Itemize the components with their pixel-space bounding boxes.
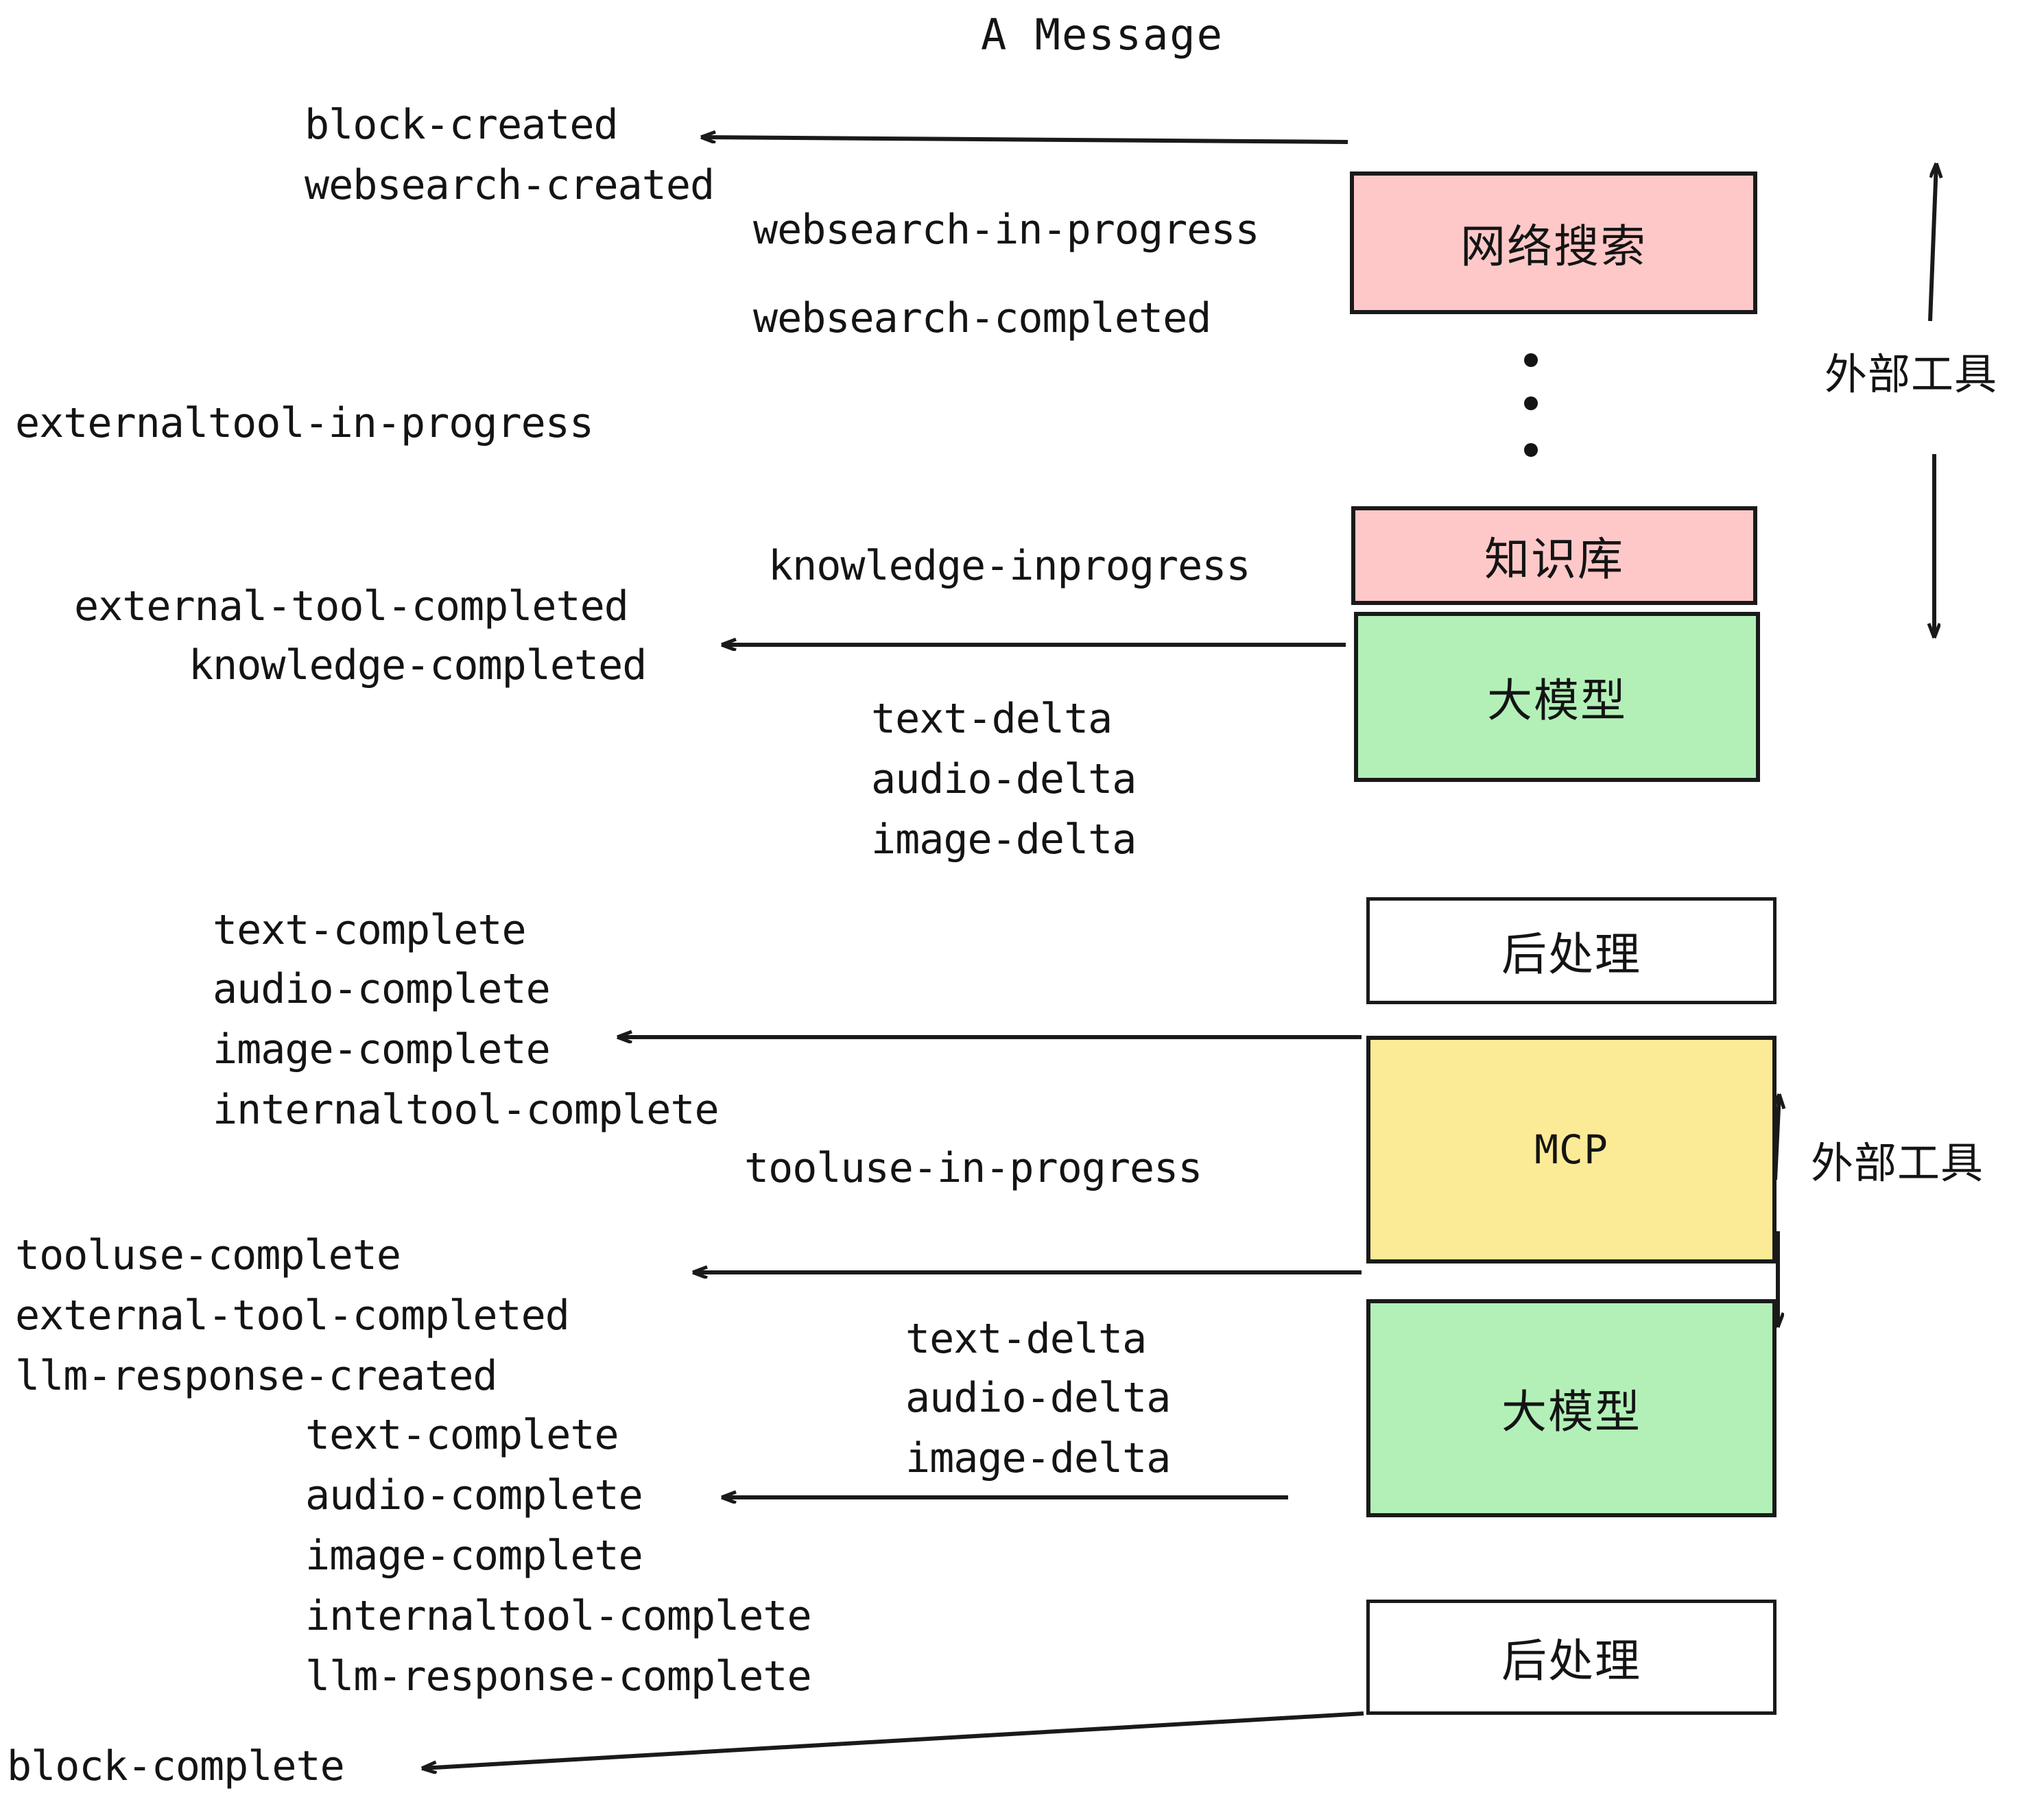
event-websearch-created: websearch-created [305,161,715,209]
box-llm-2-label: 大模型 [1501,1386,1641,1438]
box-knowledge[interactable]: 知识库 [1351,506,1757,605]
event-tooluse-in-progress: tooluse-in-progress [744,1144,1202,1192]
box-knowledge-label: 知识库 [1484,533,1624,586]
event-image-delta-2: image-delta [905,1434,1171,1482]
event-image-delta-1: image-delta [871,816,1137,864]
event-block-complete: block-complete [7,1742,345,1790]
arrow-blockcreated [701,137,1348,144]
event-audio-delta-1: audio-delta [871,755,1137,803]
arrow-block-complete [422,1711,1364,1768]
event-knowledge-inprogress: knowledge-inprogress [768,542,1250,590]
event-audio-complete-2: audio-complete [305,1471,643,1519]
event-knowledge-completed: knowledge-completed [189,641,647,689]
event-text-delta-2: text-delta [905,1315,1147,1363]
box-postprocess-2-label: 后处理 [1501,1635,1641,1687]
box-llm-2[interactable]: 大模型 [1366,1299,1776,1517]
event-tooluse-complete: tooluse-complete [15,1231,401,1279]
event-text-complete-1: text-complete [213,906,527,954]
event-internaltool-complete-2: internaltool-complete [305,1592,812,1640]
event-text-delta-1: text-delta [871,695,1113,743]
event-block-created: block-created [305,101,619,149]
event-text-complete-2: text-complete [305,1411,619,1459]
box-postprocess-1-label: 后处理 [1501,928,1641,981]
group-label-external-tools-top: 外部工具 [1825,349,1998,399]
event-internaltool-complete-1: internaltool-complete [213,1086,720,1134]
group-label-external-tools-bottom: 外部工具 [1811,1138,1984,1188]
event-llm-response-complete: llm-response-complete [305,1652,812,1700]
event-external-tool-completed-1: external-tool-completed [74,582,629,630]
box-websearch[interactable]: 网络搜索 [1350,171,1757,314]
ellipsis-dot-1 [1524,353,1538,367]
ellipsis-dot-3 [1524,443,1538,457]
arrow-external-tools-top-up [1928,163,1936,322]
event-externaltool-in-progress: externaltool-in-progress [15,399,594,447]
event-llm-response-created: llm-response-created [15,1352,497,1400]
event-websearch-completed: websearch-completed [753,294,1211,342]
ellipsis-dot-2 [1524,396,1538,410]
event-external-tool-completed-2: external-tool-completed [15,1292,570,1340]
box-postprocess-1[interactable]: 后处理 [1366,897,1776,1004]
box-mcp[interactable]: MCP [1366,1036,1776,1263]
box-postprocess-2[interactable]: 后处理 [1366,1600,1776,1715]
event-audio-delta-2: audio-delta [905,1374,1171,1422]
box-llm-1[interactable]: 大模型 [1354,612,1760,782]
event-image-complete-2: image-complete [305,1532,643,1580]
box-mcp-label: MCP [1534,1126,1608,1173]
box-websearch-label: 网络搜索 [1460,220,1647,273]
page-title: A Message [981,10,1224,60]
event-websearch-in-progress: websearch-in-progress [753,206,1260,254]
event-image-complete-1: image-complete [213,1025,551,1073]
event-audio-complete-1: audio-complete [213,965,551,1013]
box-llm-1-label: 大模型 [1487,674,1627,727]
